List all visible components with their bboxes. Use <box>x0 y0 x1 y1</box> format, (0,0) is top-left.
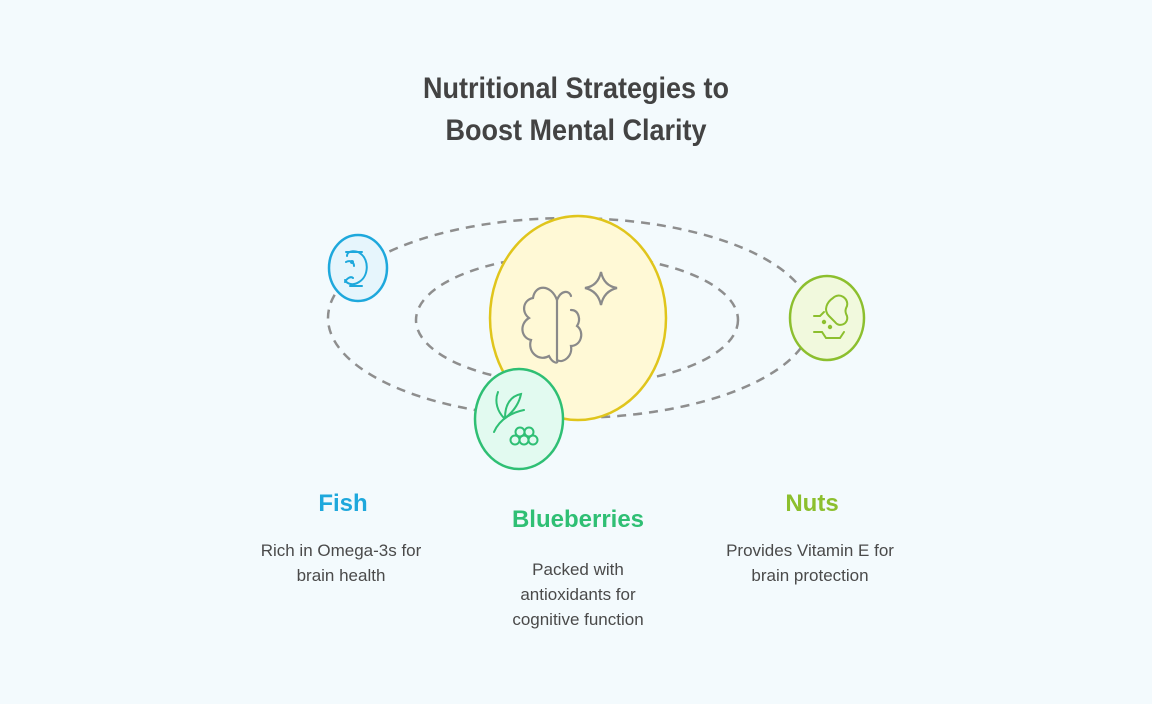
desc-line: Rich in Omega-3s for <box>260 541 422 560</box>
fish-label: Fish <box>318 490 368 517</box>
desc-line: brain protection <box>751 566 869 585</box>
blueberries-description: Packed with antioxidants for cognitive f… <box>468 557 688 632</box>
desc-line: Packed with <box>532 560 624 579</box>
peanut-icon <box>813 294 849 339</box>
title-line-2: Boost Mental Clarity <box>445 114 707 147</box>
nuts-node[interactable] <box>788 274 866 362</box>
blueberries-label: Blueberries <box>511 506 645 533</box>
desc-line: brain health <box>296 566 386 585</box>
page-title: Nutritional Strategies to Boost Mental C… <box>58 68 1095 152</box>
fish-node[interactable] <box>327 233 389 303</box>
center-node <box>488 214 668 422</box>
inner-orbit <box>414 253 740 387</box>
brain-sparkle-icon <box>521 271 618 364</box>
title-line-1: Nutritional Strategies to <box>422 72 730 105</box>
desc-line: Provides Vitamin E for <box>726 541 894 560</box>
leaf-berries-icon <box>493 391 539 446</box>
nuts-label: Nuts <box>785 490 839 517</box>
desc-line: cognitive function <box>512 610 644 629</box>
nuts-description: Provides Vitamin E for brain protection <box>700 538 920 588</box>
fish-description: Rich in Omega-3s for brain health <box>231 538 451 588</box>
desc-line: antioxidants for <box>520 585 636 604</box>
blueberries-node[interactable] <box>473 367 565 471</box>
shrimp-icon <box>344 250 368 287</box>
